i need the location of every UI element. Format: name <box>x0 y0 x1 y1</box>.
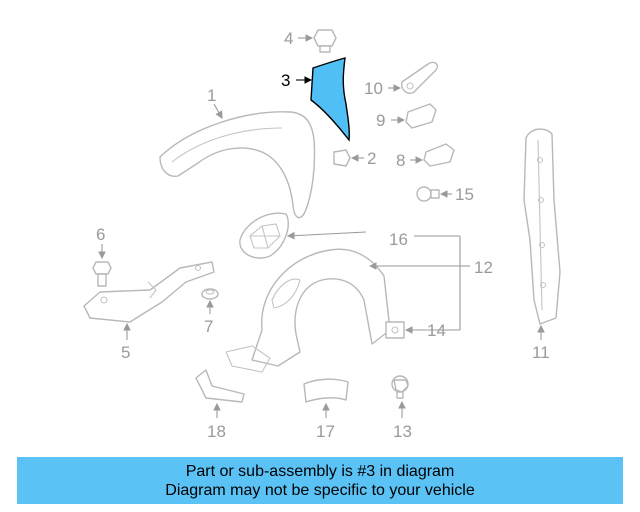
deflector-part-18 <box>195 369 245 403</box>
banner-line-1: Part or sub-assembly is #3 in diagram <box>185 462 455 480</box>
bolt-part-13 <box>391 375 409 399</box>
callout-18: 18 <box>207 422 226 441</box>
clip-part-15 <box>416 186 440 202</box>
info-banner: Part or sub-assembly is #3 in diagram Di… <box>17 457 623 504</box>
callout-16: 16 <box>389 230 408 249</box>
leader-1 <box>213 103 223 119</box>
callout-2: 2 <box>367 149 376 168</box>
callout-6: 6 <box>96 225 105 244</box>
leader-16a <box>286 231 367 240</box>
callout-9: 9 <box>376 111 385 130</box>
bracket-part-10 <box>400 61 438 94</box>
callout-1: 1 <box>207 86 216 105</box>
bracket-part-9 <box>405 103 437 129</box>
clip-part-14 <box>385 321 405 339</box>
bracket-part-8 <box>423 143 455 167</box>
trim-part-17 <box>303 378 349 403</box>
liner-part-12 <box>225 248 391 373</box>
callout-13: 13 <box>393 422 412 441</box>
callout-15: 15 <box>455 185 474 204</box>
callout-17: 17 <box>316 422 335 441</box>
bracket-part-5 <box>83 261 215 323</box>
banner-line-2: Diagram may not be specific to your vehi… <box>165 481 475 499</box>
seal-part-3 <box>310 57 350 142</box>
callout-8: 8 <box>396 151 405 170</box>
grommet-part-7 <box>201 288 219 300</box>
callout-5: 5 <box>121 343 130 362</box>
bolt-part-6 <box>92 261 112 287</box>
rail-part-11 <box>523 128 561 325</box>
clip-part-2 <box>333 149 351 167</box>
bolt-part-4 <box>313 29 337 53</box>
grille-part-16 <box>239 212 289 259</box>
callout-3: 3 <box>281 71 290 90</box>
callout-11: 11 <box>532 343 550 362</box>
callout-14: 14 <box>427 321 446 340</box>
callout-10: 10 <box>364 79 383 98</box>
fender-part-1 <box>159 111 316 219</box>
callout-4: 4 <box>284 29 293 48</box>
callout-7: 7 <box>204 317 213 336</box>
callout-12: 12 <box>474 258 493 277</box>
